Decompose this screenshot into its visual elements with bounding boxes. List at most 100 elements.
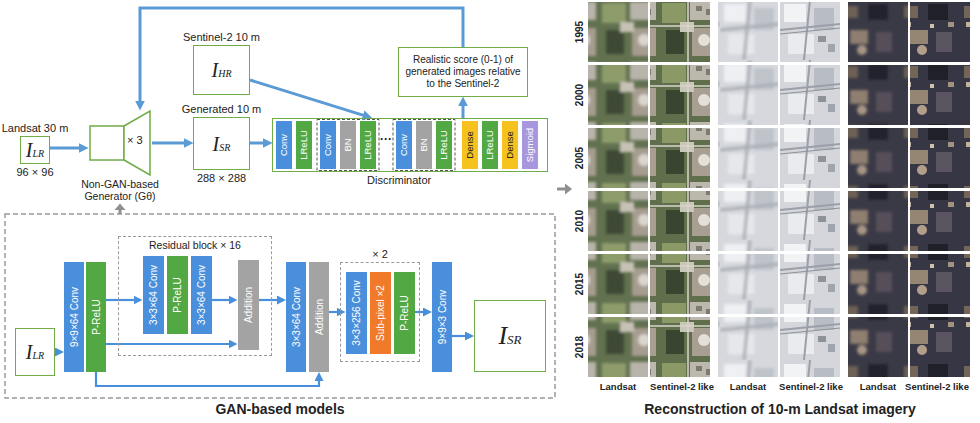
activation-layer: LReLU [360,121,376,169]
connector [106,343,232,345]
block-group [317,120,379,171]
label-rot: P-ReLU [172,277,183,313]
sentinel-like-image [650,191,710,251]
sentinel-like-image [910,254,970,314]
upsample-group: × 23×3×256 ConvSub-pixel ×2P-ReLU [340,262,420,362]
label-rot: Dense [504,131,514,158]
label-cap: Non-GAN-based Generator (Gθ) [72,178,168,202]
year-label: 2005 [574,147,585,169]
label-rot: P-ReLU [399,295,410,331]
conv-layer: 9×9×3 Conv [432,262,452,372]
label-rot: Addition [243,286,254,322]
landsat-image [848,128,908,188]
label-rot: 3×3×256 Conv [351,280,362,346]
column-label: Landsat [860,382,896,392]
panel-caption: Reconstruction of 10-m Landsat imagery [644,402,916,417]
landsat-image [588,191,648,251]
landsat-image [718,317,778,377]
label-rot: Conv [278,133,288,155]
year-label: 2018 [574,336,585,358]
connector [452,335,469,337]
year-label: 2000 [574,84,585,106]
sentinel-like-image [910,191,970,251]
column-label: Sentinel-2 like [905,382,969,392]
connector [250,80,367,116]
connector [329,311,340,313]
landsat-image [718,254,778,314]
sentinel-like-image [650,128,710,188]
norm-layer: BN [340,121,356,169]
sentinel-like-image [650,317,710,377]
dense-layer: Dense [462,121,478,169]
label-below: 288 × 288 [197,172,246,184]
label-rot: Sigmoid [524,127,534,161]
year-label: 1995 [574,21,585,43]
sr-image-box: Generated 10 mISR288 × 288 [193,117,250,170]
generator-detail-panel [5,214,555,398]
landsat-image [588,317,648,377]
column-label: Sentinel-2 like [779,382,843,392]
sentinel-like-image [910,2,970,62]
label-rot: LReLU [438,130,448,160]
label-above: Sentinel-2 10 m [183,31,260,43]
sentinel-like-image [650,2,710,62]
activation-layer: LReLU [436,121,452,169]
output-image-box: ISR [474,300,546,372]
landsat-image [848,191,908,251]
conv-layer: 3×3×64 Conv [143,256,164,334]
sentinel-like-image [780,2,840,62]
image-grid [588,2,970,377]
conv-layer: Conv [396,121,412,169]
conv-layer: 3×3×64 Conv [286,262,306,372]
label-rot: 3×3×64 Conv [196,264,207,324]
input-image-box: Landsat 30 mILR96 × 96 [20,136,50,164]
label-above: Landsat 30 m [2,122,69,134]
input-image-box: ILR [15,328,55,376]
column-label: Sentinel-2 like [650,382,714,392]
label-rot: 3×3×64 Conv [148,264,159,324]
label-rot: Dense [464,131,474,158]
connector [50,147,83,150]
label-above: × 2 [372,248,388,260]
activation-layer: P-ReLU [86,262,106,372]
year-label: 2010 [574,210,585,232]
connector [152,142,188,145]
sentinel-like-image [780,191,840,251]
connector [55,351,59,353]
connector [106,299,137,301]
landsat-image [718,191,778,251]
landsat-image [588,2,648,62]
conv-layer: 9×9×64 Conv [64,262,84,372]
label-sub: ISR [213,134,231,154]
decoder-trapezoid [124,111,150,175]
addition-layer: Addition [309,262,329,372]
label-sub: ISR [498,323,521,349]
label-rot: LReLU [362,130,372,160]
panel-caption: GAN-based models [215,402,344,417]
activation-layer: LReLU [482,121,498,169]
landsat-image [718,128,778,188]
label-rot: LReLU [298,130,308,160]
label-rot: 9×9×64 Conv [69,287,80,347]
connector [415,311,427,313]
connector [259,299,281,301]
label-rot: 3×3×64 Conv [291,287,302,347]
discriminator-panel: DiscriminatorConvLReLUConvBNLReLUConvBNL… [272,118,548,172]
score-box: Realistic score (0-1) of generated image… [398,47,528,97]
conv-layer: 3×3×256 Conv [346,272,367,354]
column-label: Landsat [730,382,766,392]
activation-layer: P-ReLU [167,256,188,334]
hr-image-box: Sentinel-2 10 mIHR [193,45,250,95]
norm-layer: BN [416,121,432,169]
landsat-image [588,254,648,314]
residual-block-group: Residual block × 163×3×64 ConvP-ReLU3×3×… [118,236,272,356]
conv-layer: Conv [320,121,336,169]
label-rot: 9×9×3 Conv [437,290,448,345]
connector [96,372,319,386]
result-pointer-head [565,184,572,195]
label-rot: P-ReLU [91,299,102,335]
sentinel-like-image [780,65,840,125]
addition-layer: Addition [238,260,259,350]
dense-layer: Dense [502,121,518,169]
